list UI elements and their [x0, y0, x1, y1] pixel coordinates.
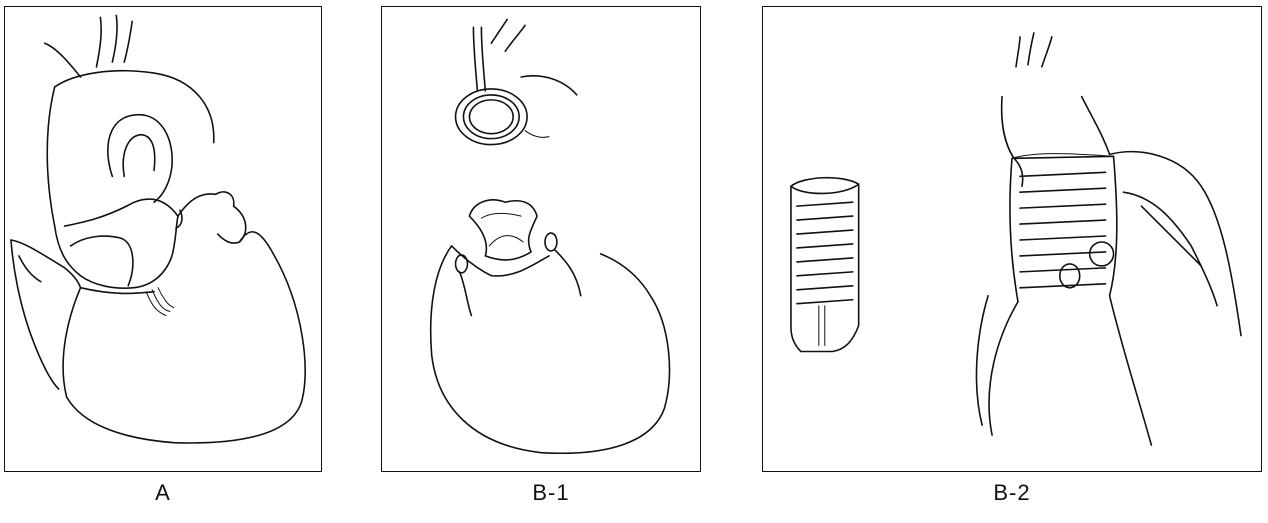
caption-b1: B-1 — [521, 480, 581, 506]
heart-illustration-a — [5, 7, 321, 471]
heart-illustration-b2 — [763, 7, 1261, 471]
panel-a — [4, 6, 322, 472]
caption-a: A — [143, 480, 183, 506]
panel-b1 — [381, 6, 701, 472]
heart-illustration-b1 — [382, 7, 700, 471]
panel-b2 — [762, 6, 1262, 472]
caption-b2: B-2 — [982, 480, 1042, 506]
